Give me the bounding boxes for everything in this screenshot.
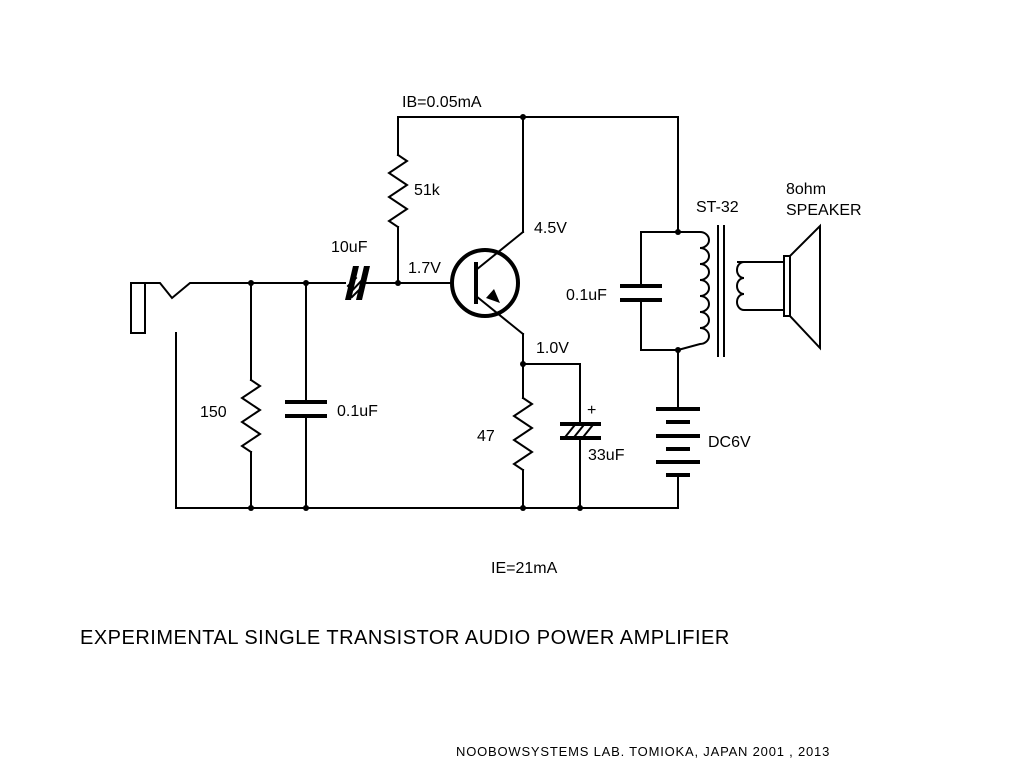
junction-dot: [303, 280, 309, 286]
transformer-secondary: [736, 261, 785, 311]
label-transformer: ST-32: [696, 199, 739, 216]
junction-dot: [520, 361, 526, 367]
credit-line: NOOBOWSYSTEMS LAB. TOMIOKA, JAPAN 2001 ,…: [456, 744, 830, 759]
label-r-emitter: 47: [477, 428, 495, 445]
junction-dot: [577, 505, 583, 511]
label-c-bypass: 0.1uF: [337, 403, 378, 420]
label-v-base: 1.7V: [408, 260, 441, 277]
label-speaker: SPEAKER: [786, 202, 862, 219]
label-r-base: 51k: [414, 182, 441, 199]
transformer-primary: [676, 231, 710, 352]
label-c-emitter-polarity: +: [587, 402, 596, 419]
junction-dot: [248, 505, 254, 511]
label-ie-current: IE=21mA: [491, 560, 558, 577]
resistor-51k: [387, 116, 409, 284]
label-battery: DC6V: [708, 434, 751, 451]
junction-dot: [303, 505, 309, 511]
capacitor-33uf: [560, 363, 601, 509]
label-v-collector: 4.5V: [534, 220, 567, 237]
junction-dot: [520, 114, 526, 120]
resistor-47: [512, 363, 534, 509]
npn-transistor: [450, 116, 525, 365]
label-speaker-impedance: 8ohm: [786, 181, 826, 198]
speaker-icon: [783, 223, 821, 351]
resistor-150: [240, 282, 262, 509]
label-c-tank: 0.1uF: [566, 287, 607, 304]
tank-circuit: [620, 116, 679, 351]
battery-icon: [656, 349, 700, 509]
junction-dot: [675, 229, 681, 235]
diagram-title: EXPERIMENTAL SINGLE TRANSISTOR AUDIO POW…: [80, 627, 730, 649]
capacitor-bypass: [285, 282, 327, 509]
junction-dot: [395, 280, 401, 286]
label-ib-current: IB=0.05mA: [402, 94, 482, 111]
label-c-input: 10uF: [331, 239, 368, 256]
label-r-input: 150: [200, 404, 227, 421]
capacitor-10uf: [345, 266, 451, 300]
junction-dot: [248, 280, 254, 286]
label-v-emitter: 1.0V: [536, 340, 569, 357]
input-jack: [130, 282, 251, 509]
label-c-emitter: 33uF: [588, 447, 625, 464]
junction-dot: [675, 347, 681, 353]
junction-dot: [520, 505, 526, 511]
